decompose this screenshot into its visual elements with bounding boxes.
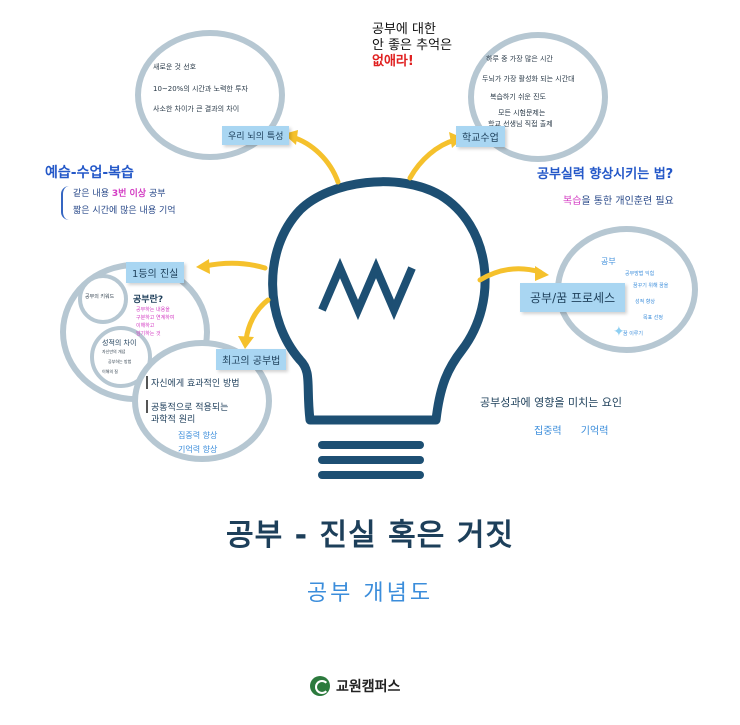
school-class-line1: 하루 중 가장 많은 시간	[486, 55, 553, 63]
rank-q-line4: 암기하는 것	[136, 331, 161, 337]
rank-question: 공부란?	[133, 295, 164, 305]
best-method-line2b: 과학적 원리	[151, 415, 196, 425]
left-note-line2: 짧은 시간에 많은 내용 기억	[73, 206, 176, 216]
brand-logo-icon	[310, 676, 330, 696]
keyword-small-circle: 공부의 키워드	[78, 274, 128, 324]
school-class-label: 학교수업	[456, 126, 505, 147]
brain-features-line1: 새로운 것 선호	[153, 63, 197, 71]
process-item-3: 꿈꾸기 위해 꿈을	[633, 283, 669, 289]
arrowhead-left-bottom	[238, 336, 254, 349]
process-item-2: 공부방법 익힘	[625, 271, 655, 277]
left-note: 예습-수업-복습 같은 내용 3번 이상 공부 짧은 시간에 많은 내용 기억	[45, 162, 176, 220]
process-item-5: 목표 선정	[643, 315, 663, 321]
process-item-1: 공부	[601, 257, 616, 266]
school-class-line4: 모든 시험문제는	[498, 109, 546, 117]
arrow-right	[477, 266, 543, 283]
footer-logo: 교원캠퍼스	[310, 676, 400, 696]
lightbulb-icon	[268, 177, 490, 425]
star-icon: ✦	[613, 324, 625, 340]
left-note-line1-em: 3번 이상	[111, 189, 147, 199]
rank-q-line3: 이해하고	[136, 323, 155, 329]
best-method-line1: 자신에게 효과적인 방법	[146, 376, 240, 389]
best-method-label: 최고의 공부법	[216, 349, 287, 370]
arrow-top-left	[289, 134, 341, 185]
main-title: 공부 - 진실 혹은 거짓	[225, 518, 515, 553]
best-method-line4: 기억력 향상	[178, 445, 218, 454]
right-note-post: 을 통한 개인훈련 필요	[581, 196, 674, 207]
arrow-left-top	[202, 260, 268, 271]
filament-icon	[318, 257, 416, 321]
left-note-line1-post: 공부	[146, 189, 166, 199]
right-note-heading: 공부실력 향상시키는 법?	[537, 167, 674, 182]
rank-q-line1: 공부하는 내용을	[136, 307, 170, 313]
grade-diff-line3: 이해의 질	[102, 369, 118, 374]
brand-name: 교원캠퍼스	[336, 679, 401, 695]
process-item-6: 꿈 이루기	[623, 331, 643, 337]
left-note-heading: 예습-수업-복습	[45, 165, 134, 181]
arrow-top-right	[407, 137, 458, 181]
rank-q-line2: 구분하고 연계하여	[136, 315, 175, 321]
arrow-left-bottom	[243, 297, 271, 343]
brain-features-label: 우리 뇌의 특성	[222, 126, 290, 145]
header-note-line1: 공부에 대한	[372, 22, 436, 37]
arrows	[202, 134, 543, 343]
brain-features-line3: 사소한 차이가 큰 결과의 차이	[153, 105, 240, 113]
factors-note: 공부성과에 영향을 미치는 요인 집중력 기억력	[480, 394, 622, 437]
school-class-line2: 두뇌가 가장 활성화 되는 시간대	[482, 75, 575, 83]
header-note-line3: 없애라!	[372, 54, 414, 69]
grade-diff-title: 성적의 차이	[102, 339, 137, 347]
school-class-line5: 학교 선생님 직접 출제	[488, 120, 553, 128]
left-note-line1-pre: 같은 내용	[73, 189, 112, 199]
rank-q-lines: 공부하는 내용을 구분하고 연계하여 이해하고 암기하는 것	[136, 306, 174, 338]
school-class-line3: 복습하기 쉬운 진도	[490, 93, 546, 101]
keyword-small-label: 공부의 키워드	[85, 294, 115, 300]
sub-title: 공부 개념도	[306, 581, 434, 606]
factors-heading: 공부성과에 영향을 미치는 요인	[480, 396, 623, 409]
left-note-line1: 같은 내용 3번 이상 공부	[73, 186, 176, 203]
arrowhead-right	[535, 266, 549, 281]
right-note-em: 복습	[563, 196, 582, 207]
grade-diff-line1: 자신만의 개념	[102, 349, 126, 354]
arrowhead-left-top	[196, 259, 210, 274]
best-method-line3: 집중력 향상	[178, 431, 218, 440]
process-label: 공부/꿈 프로세스	[520, 283, 626, 312]
factors-item1: 집중력	[534, 426, 562, 437]
right-note: 공부실력 향상시키는 법? 복습을 통한 개인훈련 필요	[537, 163, 674, 207]
factors-item2: 기억력	[580, 426, 609, 437]
left-note-bracket	[61, 186, 71, 220]
process-item-4: 성적 향상	[635, 299, 655, 305]
brain-features-line2: 10~20%의 시간과 노력한 투자	[153, 85, 248, 93]
header-note-line2: 안 좋은 추억은	[372, 38, 453, 53]
header-note: 공부에 대한 안 좋은 추억은 없애라!	[372, 22, 452, 70]
grade-diff-line2: 공부하는 방법	[108, 359, 132, 364]
rank-truth-label: 1등의 진실	[126, 262, 185, 283]
best-method-line2a: 공통적으로 적용되는	[146, 400, 228, 413]
